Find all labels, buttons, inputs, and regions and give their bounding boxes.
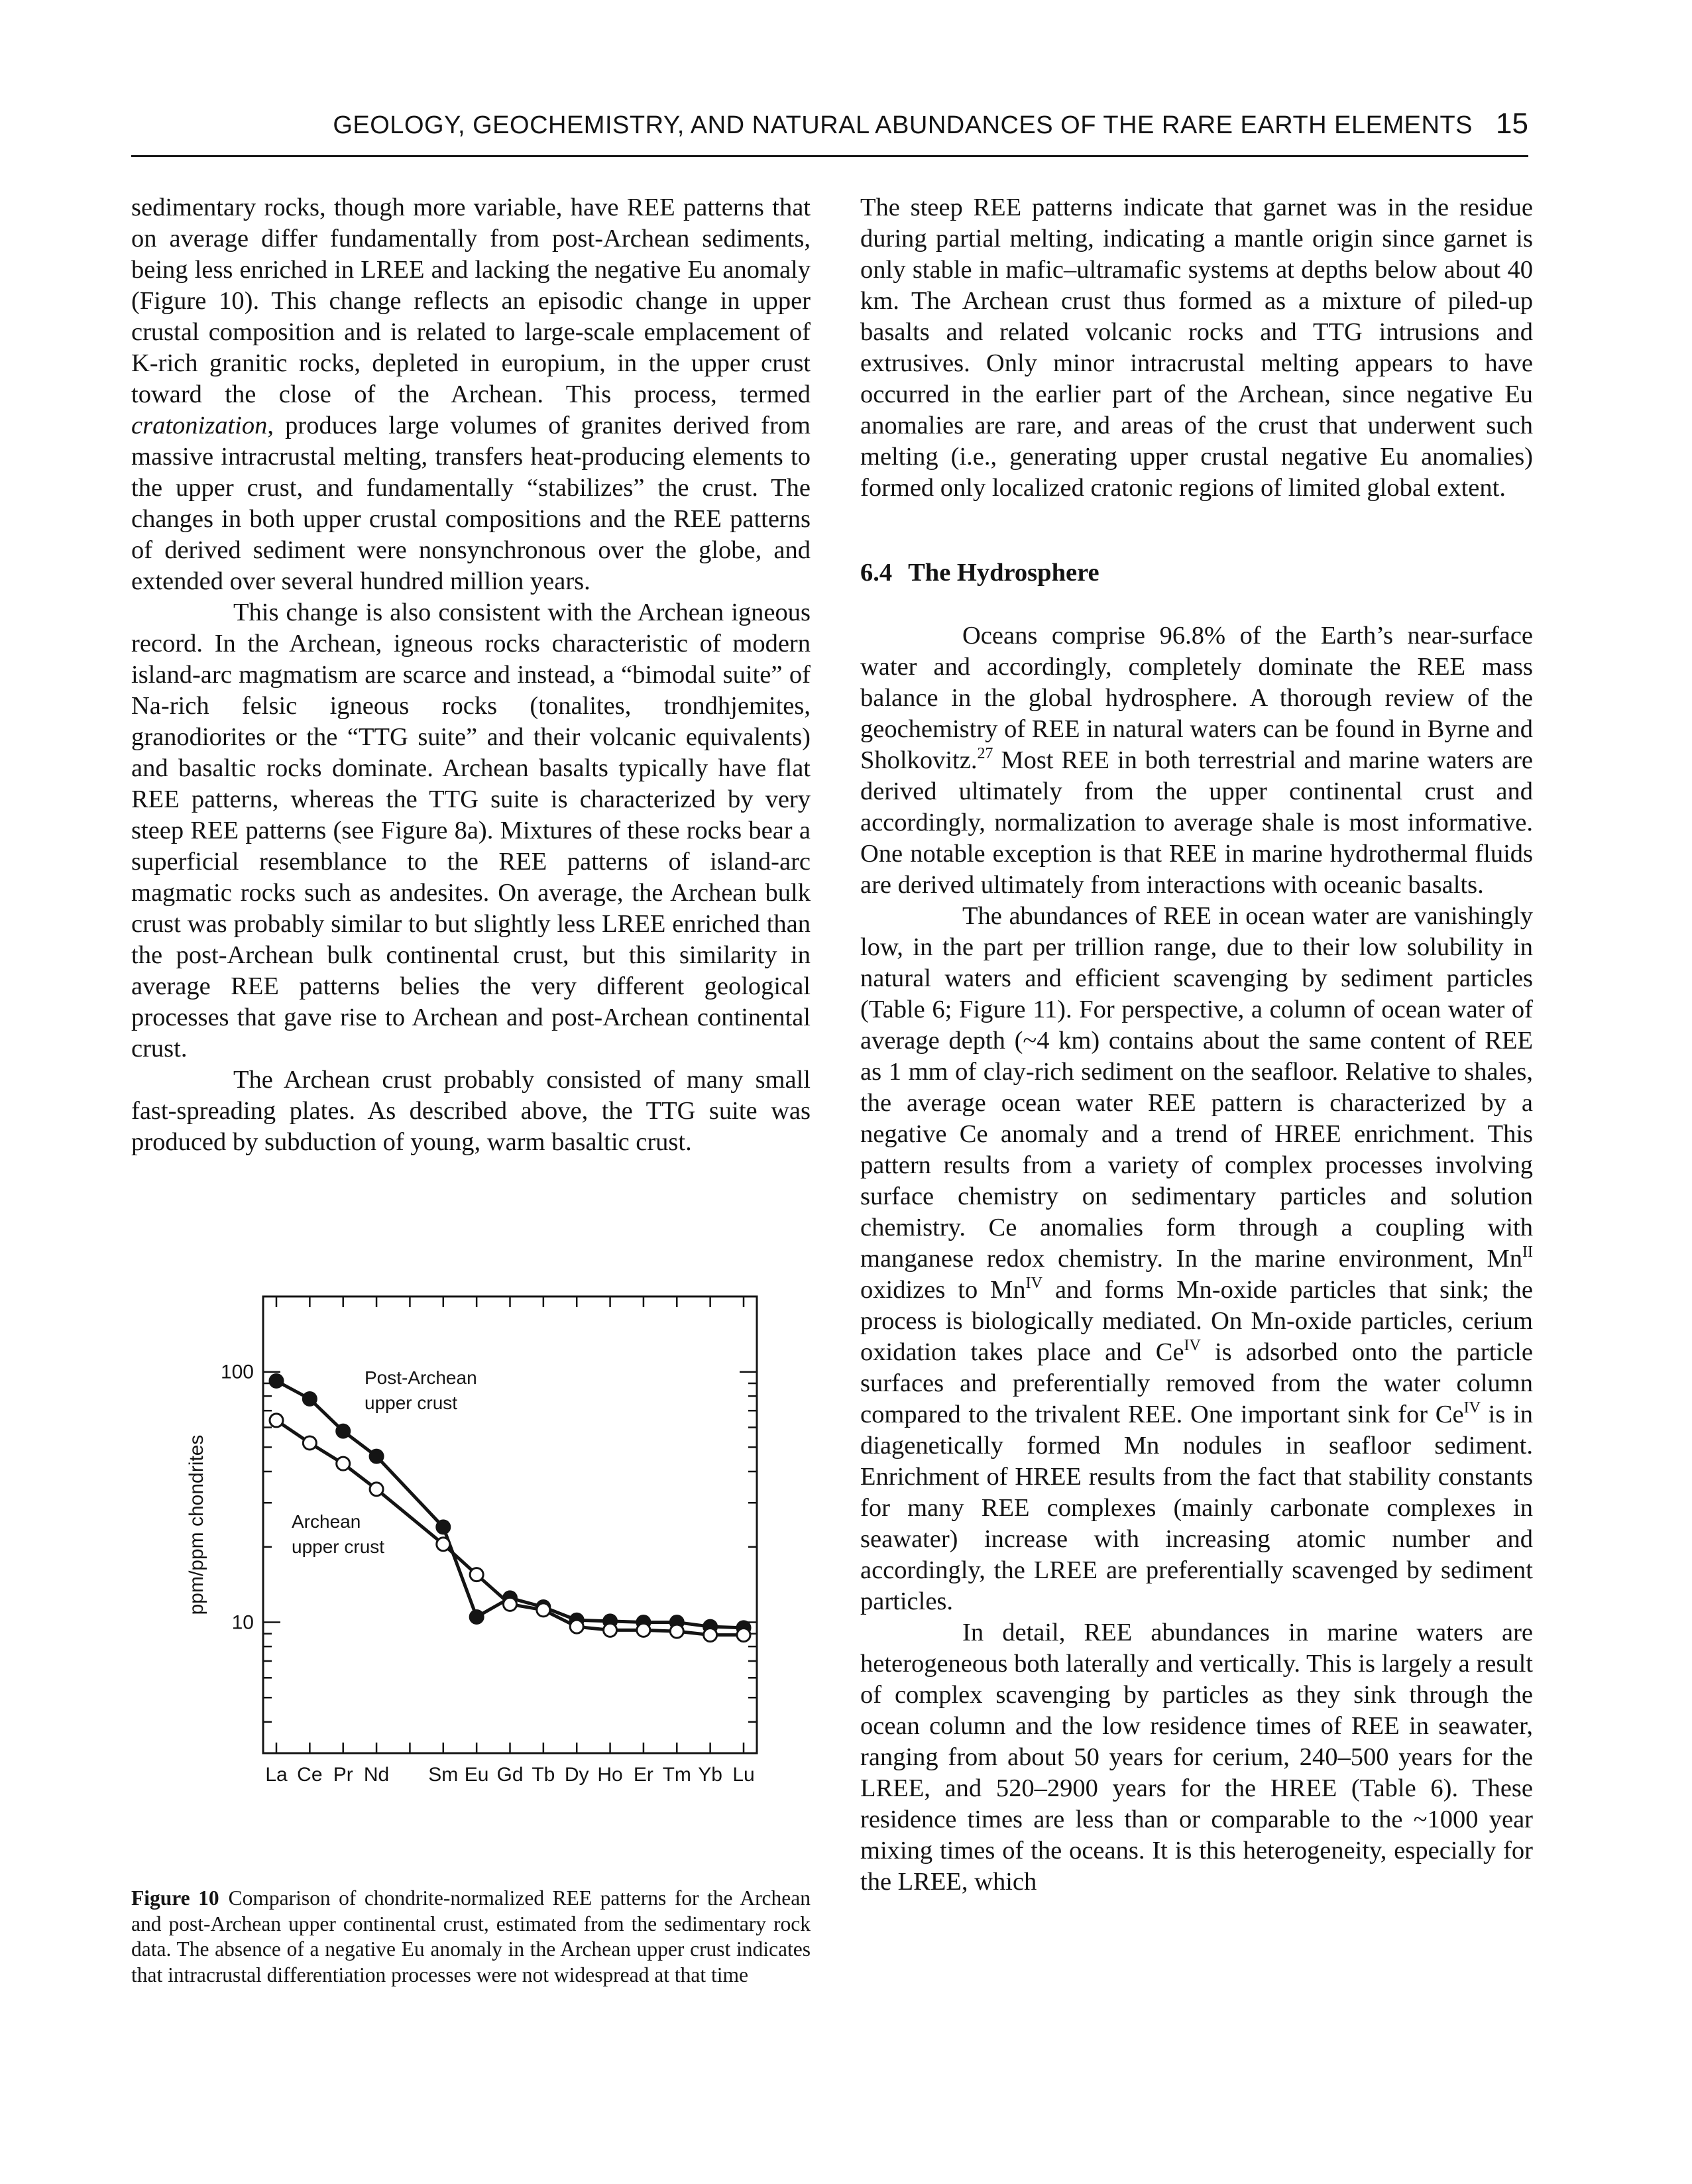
x-tick-label: Er — [634, 1764, 653, 1786]
section-number: 6.4 — [860, 559, 893, 587]
paragraph: sedimentary rocks, though more variable,… — [131, 194, 811, 595]
series-label: Archean — [292, 1511, 361, 1532]
y-tick-label: 100 — [221, 1361, 254, 1383]
paragraph: The abundances of REE in ocean water are… — [860, 902, 1534, 1615]
superscript: IV — [1025, 1275, 1043, 1292]
right-column: The steep REE patterns indicate that gar… — [860, 192, 1533, 1898]
x-tick-label: Yb — [698, 1764, 722, 1786]
paragraph: The steep REE patterns indicate that gar… — [860, 194, 1533, 502]
open-data-point — [536, 1602, 551, 1618]
open-data-point — [569, 1619, 585, 1635]
figure-label: Figure 10 — [131, 1886, 219, 1910]
open-data-point — [435, 1536, 451, 1552]
x-tick-label: Lu — [732, 1764, 754, 1786]
paragraph: In detail, REE abundances in marine wate… — [860, 1619, 1533, 1896]
open-data-point — [335, 1456, 351, 1471]
page-number: 15 — [1496, 107, 1528, 140]
filled-data-point — [368, 1448, 384, 1464]
x-tick-label: La — [265, 1764, 288, 1786]
y-axis-label: ppm/ppm chondrites — [186, 1435, 207, 1615]
open-data-point — [302, 1435, 317, 1451]
section-heading: 6.4 The Hydrosphere — [860, 557, 1533, 589]
left-column: sedimentary rocks, though more variable,… — [131, 192, 811, 1158]
series-label: Post-Archean — [365, 1367, 477, 1388]
open-data-point — [736, 1627, 752, 1643]
italic-term: cratonization — [131, 412, 268, 439]
x-tick-label: Gd — [496, 1764, 523, 1786]
x-tick-label: Ho — [597, 1764, 622, 1786]
x-tick-label: Eu — [465, 1764, 489, 1786]
x-tick-label: Pr — [333, 1764, 353, 1786]
reference-superscript: 27 — [977, 745, 993, 762]
open-data-point — [636, 1622, 651, 1638]
series-label: upper crust — [292, 1536, 384, 1557]
open-data-point — [703, 1627, 718, 1643]
filled-data-point — [335, 1423, 351, 1439]
superscript: IV — [1184, 1337, 1201, 1354]
running-header: GEOLOGY, GEOCHEMISTRY, AND NATURAL ABUND… — [131, 107, 1528, 157]
x-tick-label: Dy — [565, 1764, 589, 1786]
filled-data-point — [268, 1373, 284, 1389]
open-data-point — [368, 1481, 384, 1497]
caption-text: Comparison of chondrite-normalized REE p… — [131, 1886, 811, 1986]
filled-data-point — [469, 1609, 484, 1625]
open-data-point — [502, 1596, 518, 1612]
x-tick-label: Ce — [297, 1764, 322, 1786]
section-title: The Hydrosphere — [908, 559, 1100, 587]
paragraph: This change is also consistent with the … — [131, 599, 811, 1063]
x-tick-label: Tm — [663, 1764, 691, 1786]
series-label: upper crust — [365, 1393, 457, 1413]
paragraph: Oceans comprise 96.8% of the Earth’s nea… — [860, 622, 1533, 899]
paragraph: The Archean crust probably consisted of … — [131, 1066, 811, 1156]
open-data-point — [469, 1567, 484, 1583]
open-data-point — [669, 1623, 685, 1639]
x-tick-label: Tb — [532, 1764, 555, 1786]
y-tick-label: 10 — [232, 1611, 254, 1633]
x-tick-label: Nd — [364, 1764, 389, 1786]
open-data-point — [602, 1622, 618, 1638]
x-tick-label: Sm — [428, 1764, 458, 1786]
running-title: GEOLOGY, GEOCHEMISTRY, AND NATURAL ABUND… — [333, 111, 1473, 139]
filled-data-point — [435, 1519, 451, 1535]
filled-data-point — [302, 1391, 317, 1407]
open-data-point — [268, 1412, 284, 1428]
series-layer — [268, 1373, 752, 1643]
superscript: IV — [1463, 1399, 1481, 1416]
superscript: II — [1522, 1243, 1533, 1261]
